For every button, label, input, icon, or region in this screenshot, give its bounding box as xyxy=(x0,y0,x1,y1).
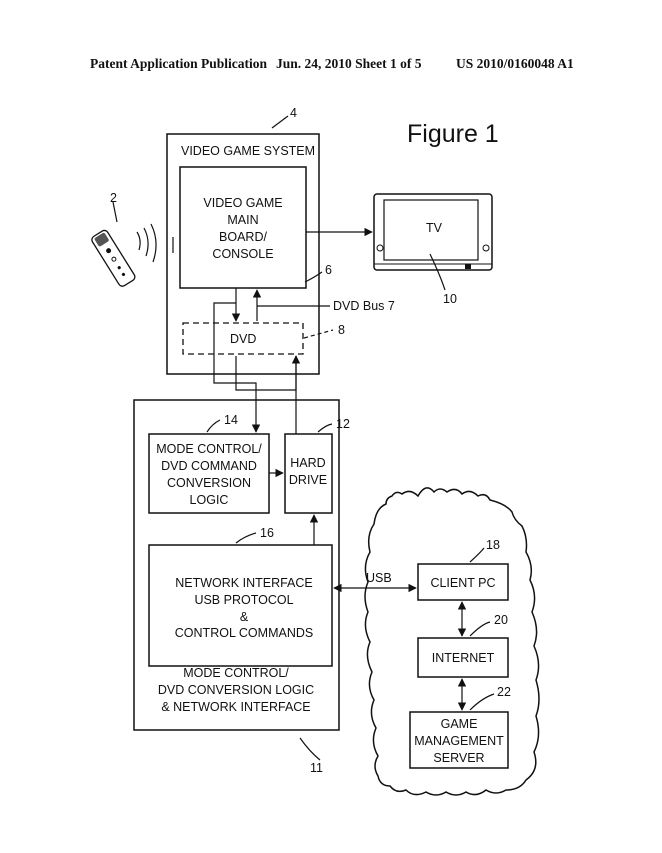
ref-14-leader xyxy=(206,419,221,433)
mode-control-line-2: DVD COMMAND xyxy=(161,459,257,473)
ref-22-leader xyxy=(469,693,495,711)
ref-12: 12 xyxy=(336,417,350,431)
ref-12-leader xyxy=(317,423,333,433)
ref-8: 8 xyxy=(338,323,345,337)
client-pc-label: CLIENT PC xyxy=(430,576,495,590)
mode-control-line-3: CONVERSION xyxy=(167,476,251,490)
tv-icon xyxy=(373,193,493,271)
hard-drive-line-1: HARD xyxy=(290,456,325,470)
console-line-3: BOARD/ xyxy=(219,230,267,244)
ref-10-leader xyxy=(429,253,446,291)
header-publication: Patent Application Publication xyxy=(90,56,268,71)
controller-icon xyxy=(91,229,136,287)
game-server-box xyxy=(409,711,509,769)
ref-22: 22 xyxy=(497,685,511,699)
module-caption-line-2: DVD CONVERSION LOGIC xyxy=(158,683,314,697)
network-line-2: USB PROTOCOL xyxy=(194,593,293,607)
wireless-signal-icon xyxy=(136,223,174,263)
network-cloud-outline xyxy=(364,487,540,796)
ref-2: 2 xyxy=(110,191,117,205)
ref-11-leader xyxy=(299,737,321,761)
console-box xyxy=(179,166,307,289)
ref-18: 18 xyxy=(486,538,500,552)
internet-label: INTERNET xyxy=(432,651,495,665)
network-interface-box xyxy=(148,544,333,667)
network-line-3: & xyxy=(240,610,249,624)
hard-drive-line-2: DRIVE xyxy=(289,473,327,487)
ref-14: 14 xyxy=(224,413,238,427)
ref-8-leader xyxy=(303,329,334,339)
game-server-line-1: GAME xyxy=(441,717,478,731)
ref-16-leader xyxy=(235,532,257,544)
dvd-loop-path xyxy=(235,356,297,391)
module-caption-line-3: & NETWORK INTERFACE xyxy=(161,700,310,714)
ref-6: 6 xyxy=(325,263,332,277)
figure-title: Figure 1 xyxy=(407,120,499,148)
console-line-1: VIDEO GAME xyxy=(203,196,282,210)
module-caption-line-1: MODE CONTROL/ xyxy=(183,666,289,680)
video-game-system-box xyxy=(166,133,320,375)
video-game-system-label: VIDEO GAME SYSTEM xyxy=(181,144,315,158)
ref-10: 10 xyxy=(443,292,457,306)
dvd-bus-label: DVD Bus 7 xyxy=(333,299,395,313)
usb-label: USB xyxy=(366,571,392,585)
mode-control-line-4: LOGIC xyxy=(190,493,229,507)
console-line-4: CONSOLE xyxy=(212,247,273,261)
network-line-1: NETWORK INTERFACE xyxy=(175,576,313,590)
network-line-4: CONTROL COMMANDS xyxy=(175,626,313,640)
dvd-dashed-box xyxy=(182,322,304,355)
ref-4-leader xyxy=(271,115,289,129)
internet-box xyxy=(417,637,509,678)
tv-label: TV xyxy=(426,221,443,235)
dvd-label: DVD xyxy=(230,332,256,346)
ref-4: 4 xyxy=(290,106,297,120)
header-patent-number: US 2010/0160048 A1 xyxy=(456,56,574,71)
game-server-line-3: SERVER xyxy=(433,751,484,765)
header-date-sheet: Jun. 24, 2010 Sheet 1 of 5 xyxy=(276,56,422,71)
console-line-2: MAIN xyxy=(227,213,258,227)
module-box xyxy=(133,399,340,731)
ref-20: 20 xyxy=(494,613,508,627)
ref-18-leader xyxy=(469,547,485,563)
ref-16: 16 xyxy=(260,526,274,540)
ref-11: 11 xyxy=(310,761,323,775)
hard-drive-box xyxy=(284,433,333,514)
mode-control-line-1: MODE CONTROL/ xyxy=(156,442,262,456)
ref-2-leader xyxy=(112,201,118,223)
ref-6-leader xyxy=(304,271,323,283)
client-pc-box xyxy=(417,563,509,601)
ref-20-leader xyxy=(469,621,491,637)
game-server-line-2: MANAGEMENT xyxy=(414,734,504,748)
